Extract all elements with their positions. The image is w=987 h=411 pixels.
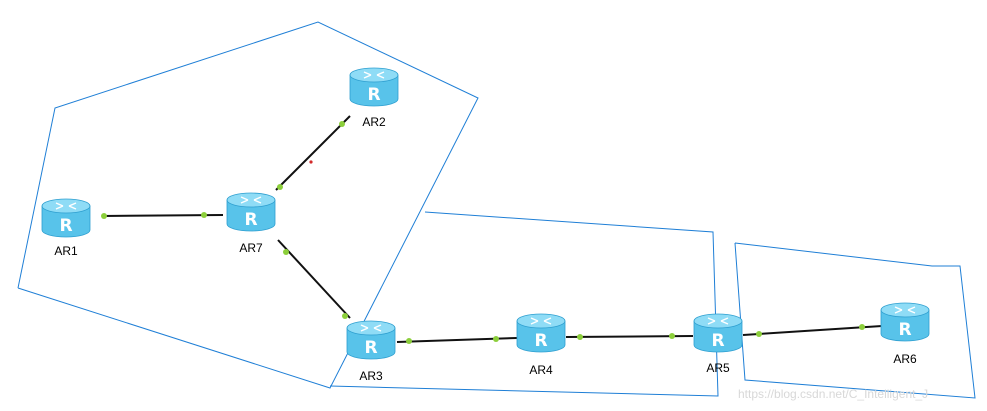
router-icon[interactable]: R xyxy=(346,320,396,360)
router-ar7[interactable]: R AR7 xyxy=(226,192,276,255)
port-dot-ar7-ar3-a[interactable] xyxy=(283,249,289,255)
area-boundary-left xyxy=(17,21,479,389)
port-dot-ar5-ar6-a[interactable] xyxy=(756,331,762,337)
port-dot-ar5-ar6-b[interactable] xyxy=(859,324,865,330)
link-ar3-ar4[interactable] xyxy=(396,337,518,343)
router-ar6[interactable]: R AR6 xyxy=(880,302,930,366)
port-dot-ar7-ar3-b[interactable] xyxy=(342,313,348,319)
router-letter: R xyxy=(711,331,724,351)
watermark-text: https://blog.csdn.net/C_Intelligent_J xyxy=(738,387,928,401)
area-boundary-right xyxy=(734,242,976,399)
router-ar3[interactable]: R AR3 xyxy=(346,320,396,383)
port-dot-ar1-ar7-a[interactable] xyxy=(101,213,107,219)
router-icon[interactable]: R xyxy=(693,313,743,353)
link-ar7-ar3[interactable] xyxy=(277,239,351,319)
router-icon[interactable]: R xyxy=(516,313,566,353)
router-label-ar2: AR2 xyxy=(362,115,386,129)
port-dot-ar3-ar4-a[interactable] xyxy=(406,338,412,344)
router-letter: R xyxy=(364,338,377,358)
link-ar7-ar2[interactable] xyxy=(275,115,351,191)
stray-dot xyxy=(309,160,313,164)
port-dot-ar7-ar2-a[interactable] xyxy=(277,184,283,190)
router-letter: R xyxy=(244,210,257,230)
port-dot-ar1-ar7-b[interactable] xyxy=(201,212,207,218)
router-label-ar3: AR3 xyxy=(359,369,383,383)
port-dot-ar3-ar4-b[interactable] xyxy=(493,336,499,342)
router-label-ar4: AR4 xyxy=(529,363,553,377)
router-letter: R xyxy=(534,331,547,351)
router-letter: R xyxy=(367,85,380,105)
router-icon[interactable]: R xyxy=(880,302,930,342)
area-boundary-middle xyxy=(329,211,719,397)
router-label-ar6: AR6 xyxy=(893,352,917,366)
port-dot-ar7-ar2-b[interactable] xyxy=(339,121,345,127)
port-dot-ar4-ar5-b[interactable] xyxy=(669,333,675,339)
link-ar5-ar6[interactable] xyxy=(742,325,883,336)
router-icon[interactable]: R xyxy=(41,198,91,238)
router-letter: R xyxy=(59,216,72,236)
router-label-ar5: AR5 xyxy=(706,361,730,375)
router-label-ar1: AR1 xyxy=(54,244,78,258)
router-label-ar7: AR7 xyxy=(239,241,263,255)
router-ar1[interactable]: R AR1 xyxy=(41,198,91,258)
port-dots-layer xyxy=(101,121,865,344)
router-ar4[interactable]: R AR4 xyxy=(516,313,566,377)
router-ar2[interactable]: R AR2 xyxy=(349,67,399,129)
links-layer xyxy=(101,115,883,343)
router-letter: R xyxy=(898,320,911,340)
router-icon[interactable]: R xyxy=(226,192,276,232)
router-ar5[interactable]: R AR5 xyxy=(693,313,743,375)
router-icon[interactable]: R xyxy=(349,67,399,107)
port-dot-ar4-ar5-a[interactable] xyxy=(577,334,583,340)
